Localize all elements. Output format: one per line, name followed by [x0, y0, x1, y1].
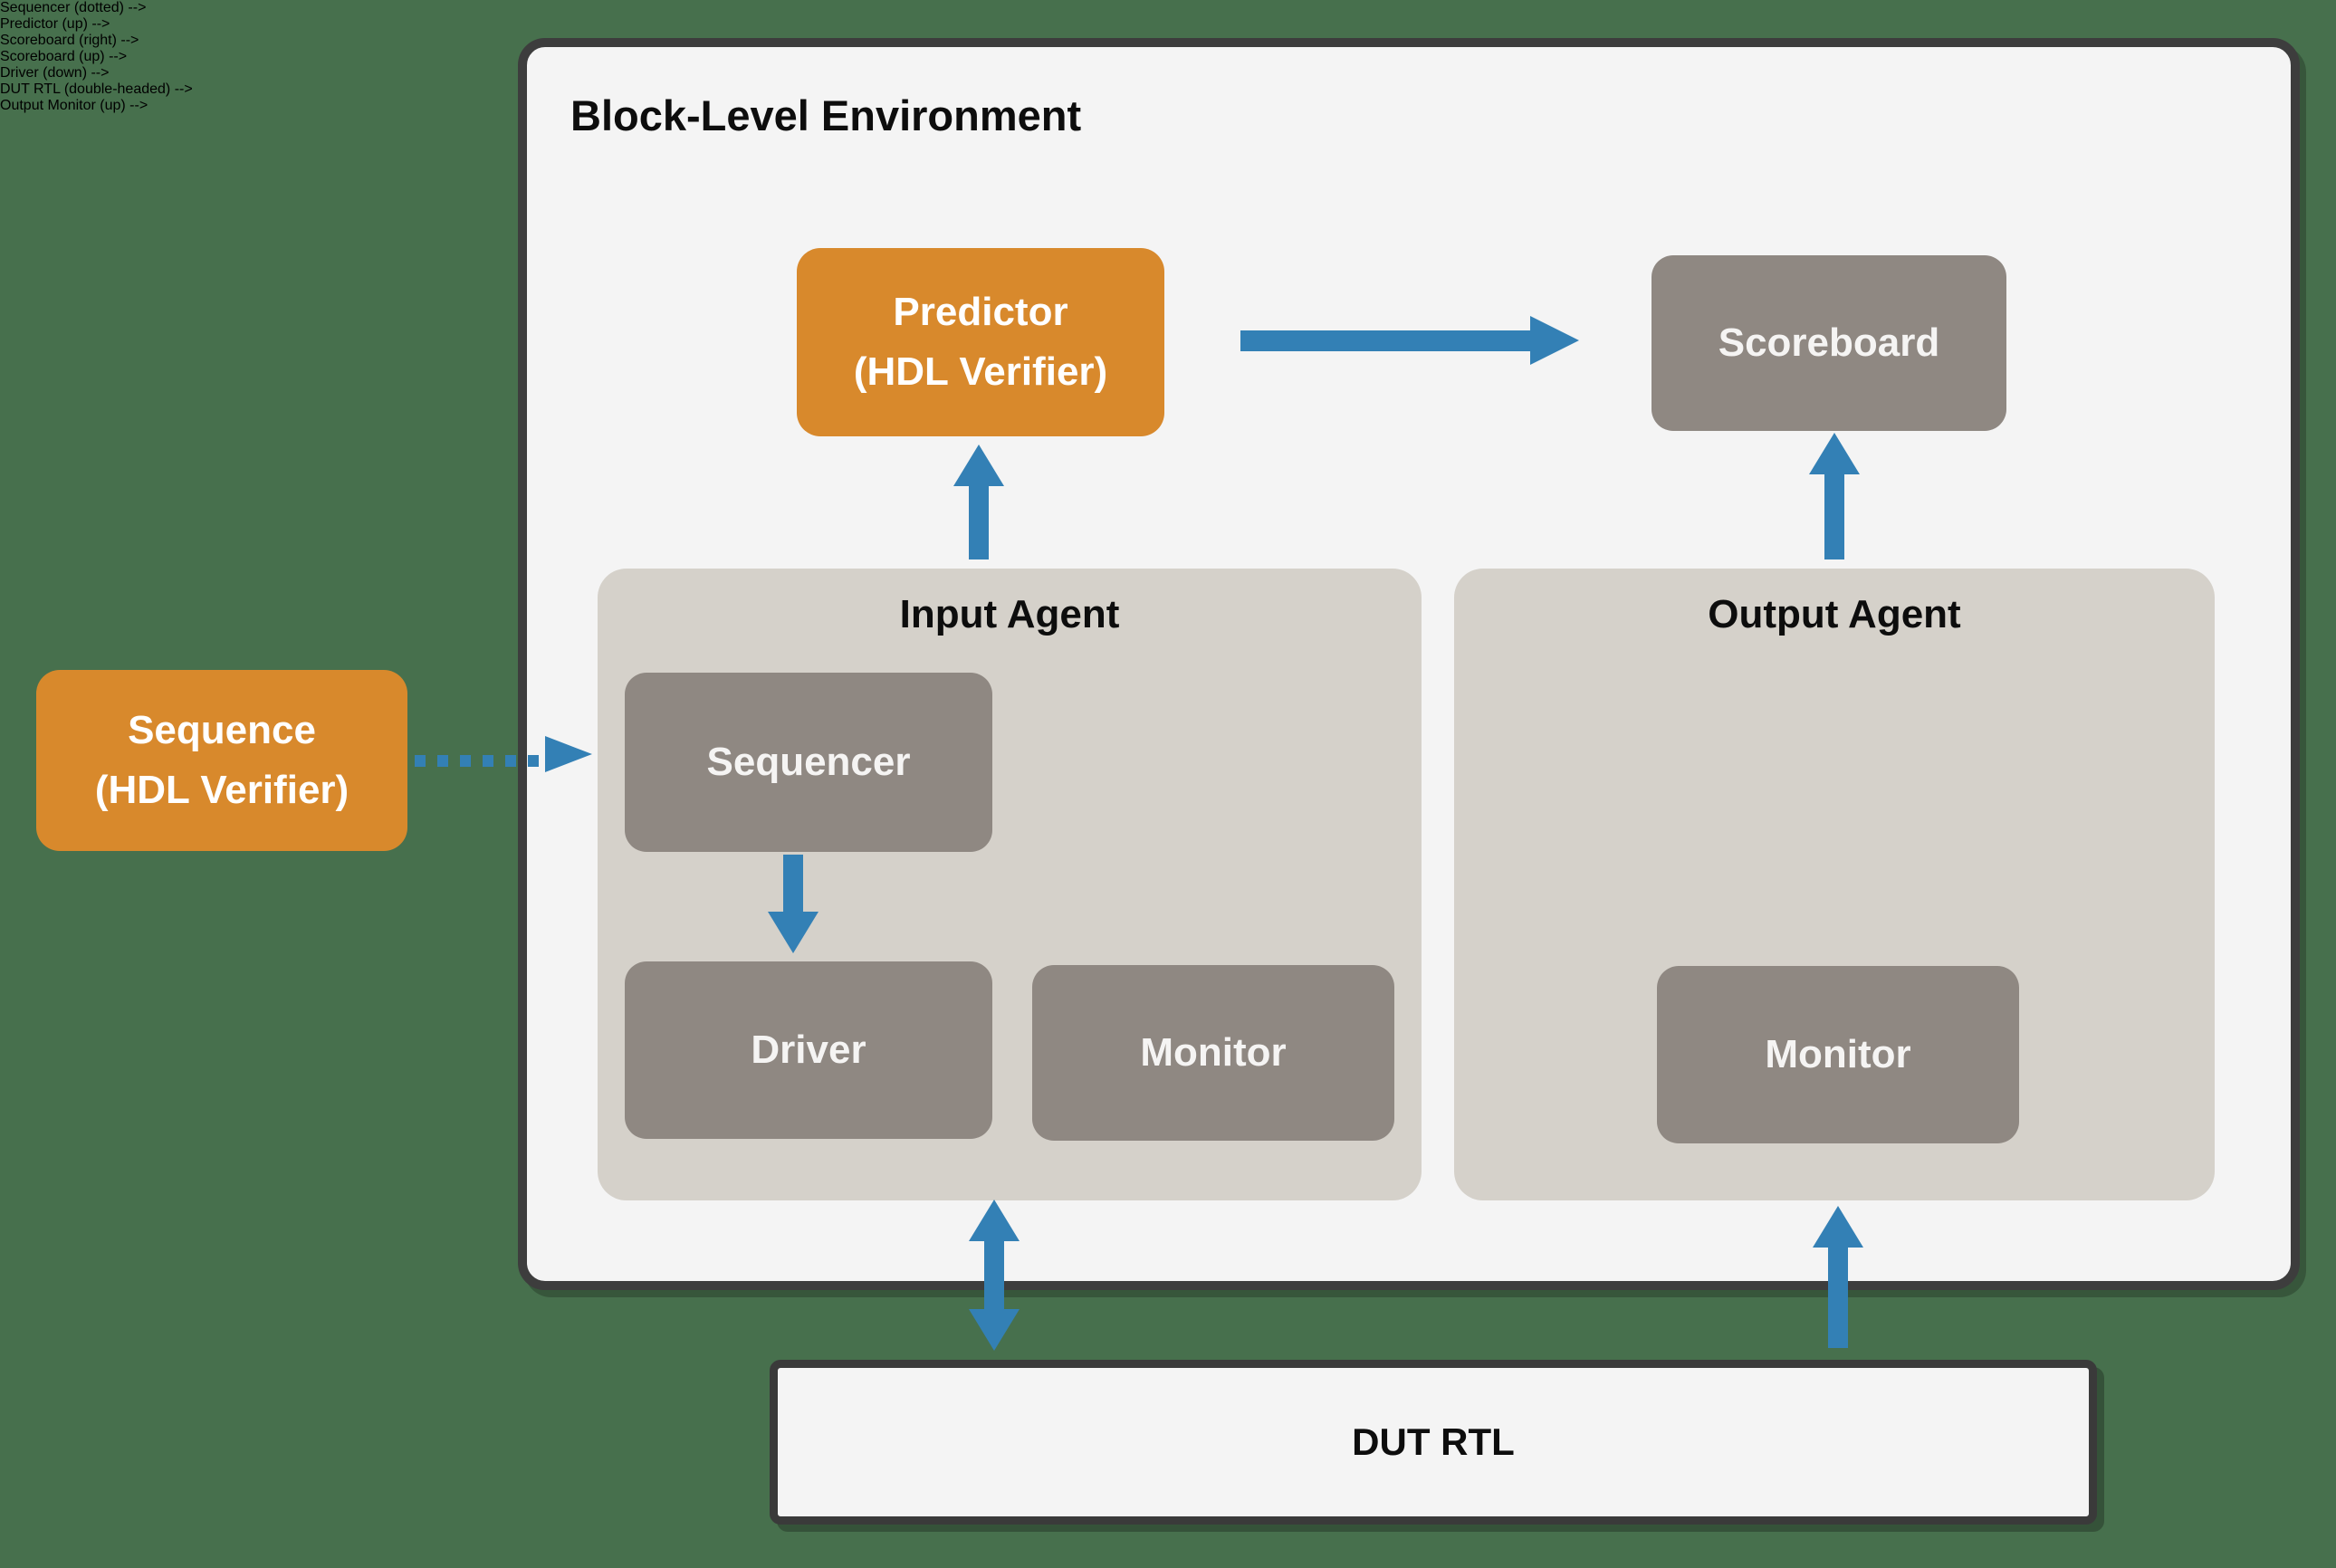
- input-monitor-label: Monitor: [1140, 1030, 1287, 1075]
- predictor-label-line1: Predictor: [893, 290, 1068, 334]
- sequence-box: Sequence (HDL Verifier): [36, 670, 407, 851]
- scoreboard-label: Scoreboard: [1718, 320, 1940, 365]
- sequencer-label: Sequencer: [706, 740, 911, 784]
- output-monitor-box: Monitor: [1657, 966, 2019, 1143]
- output-agent-title: Output Agent: [1708, 592, 1961, 636]
- environment-title: Block-Level Environment: [570, 91, 1082, 139]
- sequence-label-line2: (HDL Verifier): [94, 768, 349, 812]
- scoreboard-box: Scoreboard: [1651, 255, 2006, 431]
- predictor-label-line2: (HDL Verifier): [853, 349, 1108, 394]
- sequencer-box: Sequencer: [625, 673, 992, 852]
- input-agent-title: Input Agent: [899, 592, 1120, 636]
- driver-label: Driver: [751, 1028, 866, 1072]
- output-monitor-label: Monitor: [1765, 1032, 1911, 1076]
- dut-rtl-box: DUT RTL: [770, 1360, 2097, 1525]
- dut-rtl-label: DUT RTL: [1352, 1420, 1515, 1463]
- driver-box: Driver: [625, 961, 992, 1139]
- input-monitor-box: Monitor: [1032, 965, 1394, 1141]
- predictor-box: Predictor (HDL Verifier): [797, 248, 1164, 436]
- sequence-label-line1: Sequence: [128, 708, 316, 752]
